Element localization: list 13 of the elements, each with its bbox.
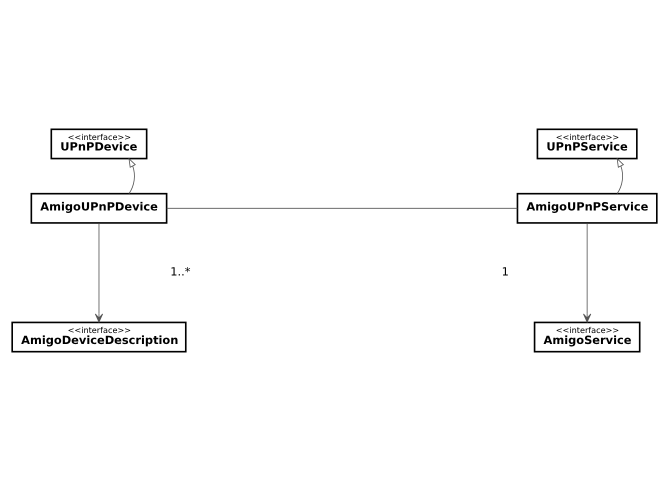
node-box: AmigoUPnPService: [516, 192, 658, 224]
node-box: <<interface>> AmigoDeviceDescription: [11, 322, 187, 353]
connector: [166, 208, 518, 209]
label: 1..*: [170, 264, 190, 279]
arrow: [583, 222, 592, 322]
arrow: [128, 158, 136, 194]
node-box: <<interface>> UPnPDevice: [50, 128, 148, 160]
node-box: <<interface>> AmigoService: [534, 322, 641, 353]
node-box: <<interface>> UPnPService: [536, 128, 638, 160]
node-box: AmigoUPnPDevice: [30, 192, 168, 224]
label: 1: [502, 264, 509, 279]
arrow: [616, 158, 624, 194]
arrow: [94, 222, 104, 322]
